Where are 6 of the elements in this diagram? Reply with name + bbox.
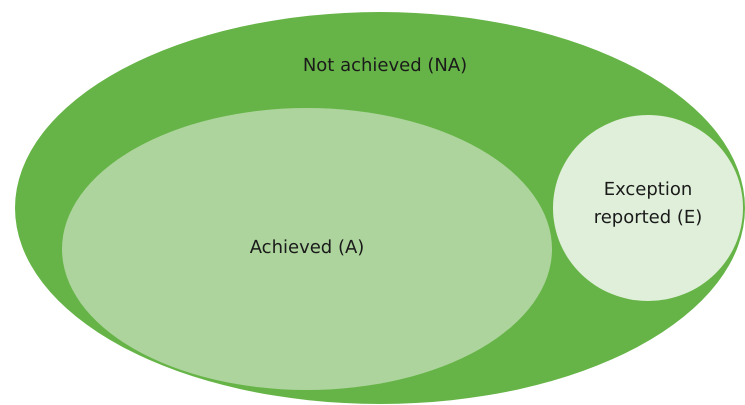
region-label: Achieved (A) <box>248 236 366 260</box>
ellipse-region <box>553 115 743 301</box>
ellipse-region <box>15 12 745 404</box>
ellipse-region <box>62 108 552 390</box>
region-label: Not achieved (NA) <box>302 54 468 78</box>
region-label: Exception reported (E) <box>592 178 704 230</box>
